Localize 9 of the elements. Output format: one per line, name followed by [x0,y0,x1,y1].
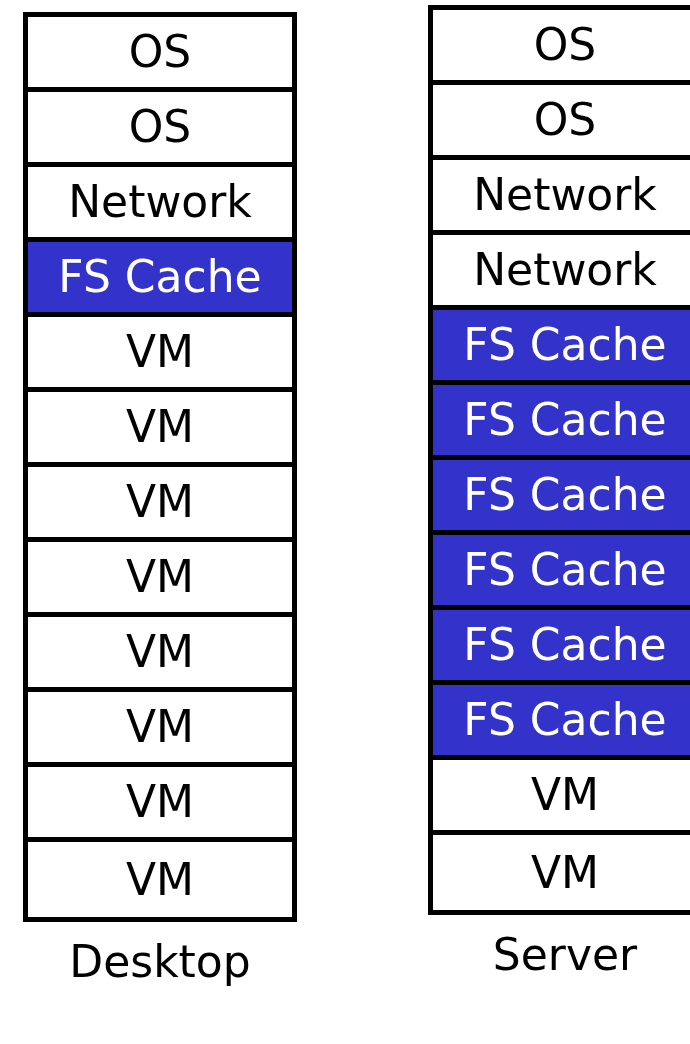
highlighted-cell: FS Cache [433,310,690,385]
highlighted-cell: FS Cache [433,385,690,460]
column-caption: Server [492,933,638,977]
highlighted-cell: FS Cache [28,242,292,317]
column-caption: Desktop [69,940,251,984]
highlighted-cell: FS Cache [433,610,690,685]
highlighted-cell: FS Cache [433,535,690,610]
highlighted-cell: FS Cache [433,460,690,535]
highlighted-cell: FS Cache [433,685,690,760]
